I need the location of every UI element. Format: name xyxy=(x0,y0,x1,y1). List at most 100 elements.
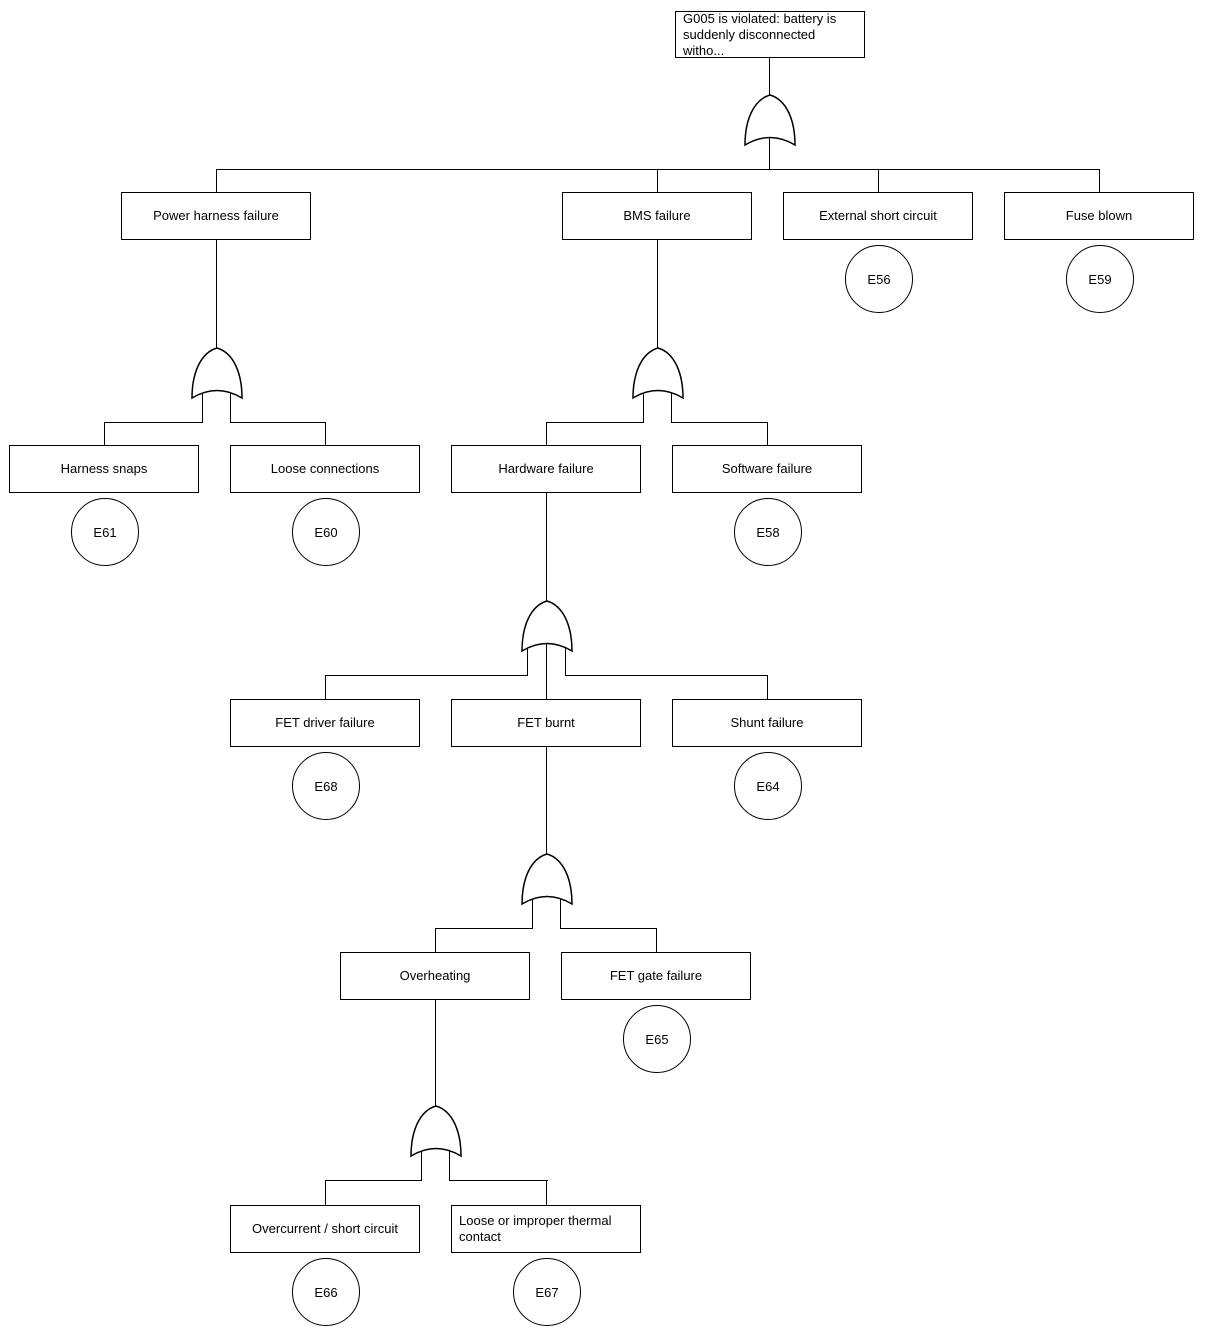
or-gate-top[interactable] xyxy=(742,92,798,148)
event-label: BMS failure xyxy=(623,208,691,223)
connector xyxy=(216,169,218,192)
connector xyxy=(421,1148,423,1180)
connector xyxy=(449,1148,451,1180)
event-box-overheating[interactable]: Overheating xyxy=(340,952,530,1000)
event-box-thermal-contact[interactable]: Loose or improper thermal contact xyxy=(451,1205,641,1253)
or-gate-icon xyxy=(632,347,684,400)
basic-event-label: E67 xyxy=(535,1284,559,1300)
basic-event-e59[interactable]: E59 xyxy=(1066,245,1134,313)
event-box-shunt-failure[interactable]: Shunt failure xyxy=(672,699,862,747)
connector xyxy=(565,674,768,676)
or-gate-icon xyxy=(191,347,243,400)
event-box-fet-driver-failure[interactable]: FET driver failure xyxy=(230,699,420,747)
or-gate-icon xyxy=(521,853,573,906)
basic-event-e68[interactable]: E68 xyxy=(292,752,360,820)
basic-event-label: E60 xyxy=(314,524,338,540)
or-gate-icon xyxy=(521,600,573,653)
connector xyxy=(325,1180,327,1205)
event-label: Overheating xyxy=(399,968,471,983)
event-box-fet-burnt[interactable]: FET burnt xyxy=(451,699,641,747)
or-gate-icon xyxy=(410,1105,462,1158)
or-gate-fet-burnt[interactable] xyxy=(519,851,575,907)
connector xyxy=(769,58,771,95)
basic-event-e65[interactable]: E65 xyxy=(623,1005,691,1073)
event-label: External short circuit xyxy=(819,208,937,223)
basic-event-label: E68 xyxy=(314,778,338,794)
event-label: Loose or improper thermal contact xyxy=(459,1213,612,1244)
connector xyxy=(767,675,769,699)
connector xyxy=(560,927,657,929)
event-box-hardware-failure[interactable]: Hardware failure xyxy=(451,445,641,493)
event-label: Overcurrent / short circuit xyxy=(252,1221,398,1236)
connector xyxy=(565,643,567,675)
basic-event-label: E61 xyxy=(93,524,117,540)
event-box-external-short-circuit[interactable]: External short circuit xyxy=(783,192,973,240)
event-box-overcurrent-short-circuit[interactable]: Overcurrent / short circuit xyxy=(230,1205,420,1253)
connector xyxy=(656,928,658,952)
basic-event-e58[interactable]: E58 xyxy=(734,498,802,566)
basic-event-label: E59 xyxy=(1088,271,1112,287)
basic-event-label: E66 xyxy=(314,1284,338,1300)
connector xyxy=(104,422,106,445)
connector xyxy=(202,390,204,422)
connector xyxy=(435,928,437,952)
event-label: Software failure xyxy=(721,461,813,476)
connector xyxy=(325,674,528,676)
event-label: Shunt failure xyxy=(730,715,804,730)
connector xyxy=(546,421,644,423)
event-box-harness-snaps[interactable]: Harness snaps xyxy=(9,445,199,493)
connector xyxy=(230,421,326,423)
connector xyxy=(671,421,768,423)
event-label: FET burnt xyxy=(517,715,575,730)
basic-event-e61[interactable]: E61 xyxy=(71,498,139,566)
basic-event-e60[interactable]: E60 xyxy=(292,498,360,566)
connector xyxy=(767,422,769,445)
basic-event-e66[interactable]: E66 xyxy=(292,1258,360,1326)
connector xyxy=(671,390,673,422)
connector xyxy=(532,896,534,928)
connector xyxy=(104,421,203,423)
event-label: Power harness failure xyxy=(153,208,279,223)
event-box-power-harness-failure[interactable]: Power harness failure xyxy=(121,192,311,240)
event-box-software-failure[interactable]: Software failure xyxy=(672,445,862,493)
or-gate-bms[interactable] xyxy=(630,345,686,401)
basic-event-e64[interactable]: E64 xyxy=(734,752,802,820)
basic-event-e56[interactable]: E56 xyxy=(845,245,913,313)
connector xyxy=(546,747,548,857)
event-box-top-event[interactable]: G005 is violated: battery is suddenly di… xyxy=(675,11,865,58)
event-label: Hardware failure xyxy=(498,461,594,476)
connector xyxy=(449,1179,548,1181)
connector xyxy=(657,240,659,351)
basic-event-label: E56 xyxy=(867,271,891,287)
event-box-bms-failure[interactable]: BMS failure xyxy=(562,192,752,240)
connector xyxy=(546,1180,548,1205)
event-box-fet-gate-failure[interactable]: FET gate failure xyxy=(561,952,751,1000)
or-gate-icon xyxy=(744,94,796,147)
or-gate-power-harness[interactable] xyxy=(189,345,245,401)
event-box-fuse-blown[interactable]: Fuse blown xyxy=(1004,192,1194,240)
connector xyxy=(230,390,232,422)
event-box-loose-connections[interactable]: Loose connections xyxy=(230,445,420,493)
event-label: Fuse blown xyxy=(1065,208,1133,223)
connector xyxy=(546,643,548,699)
basic-event-e67[interactable]: E67 xyxy=(513,1258,581,1326)
basic-event-label: E65 xyxy=(645,1031,669,1047)
connector xyxy=(216,240,218,351)
event-label: Loose connections xyxy=(270,461,380,476)
connector xyxy=(435,927,533,929)
connector xyxy=(546,422,548,445)
connector xyxy=(325,1179,422,1181)
or-gate-hardware[interactable] xyxy=(519,598,575,654)
event-label: G005 is violated: battery is suddenly di… xyxy=(683,10,837,58)
connector xyxy=(527,643,529,675)
connector xyxy=(325,422,327,445)
event-label: FET gate failure xyxy=(609,968,703,983)
basic-event-label: E58 xyxy=(756,524,780,540)
basic-event-label: E64 xyxy=(756,778,780,794)
connector xyxy=(435,1000,437,1109)
connector xyxy=(546,493,548,604)
or-gate-overheating[interactable] xyxy=(408,1103,464,1159)
connector xyxy=(878,169,880,192)
connector xyxy=(560,896,562,928)
